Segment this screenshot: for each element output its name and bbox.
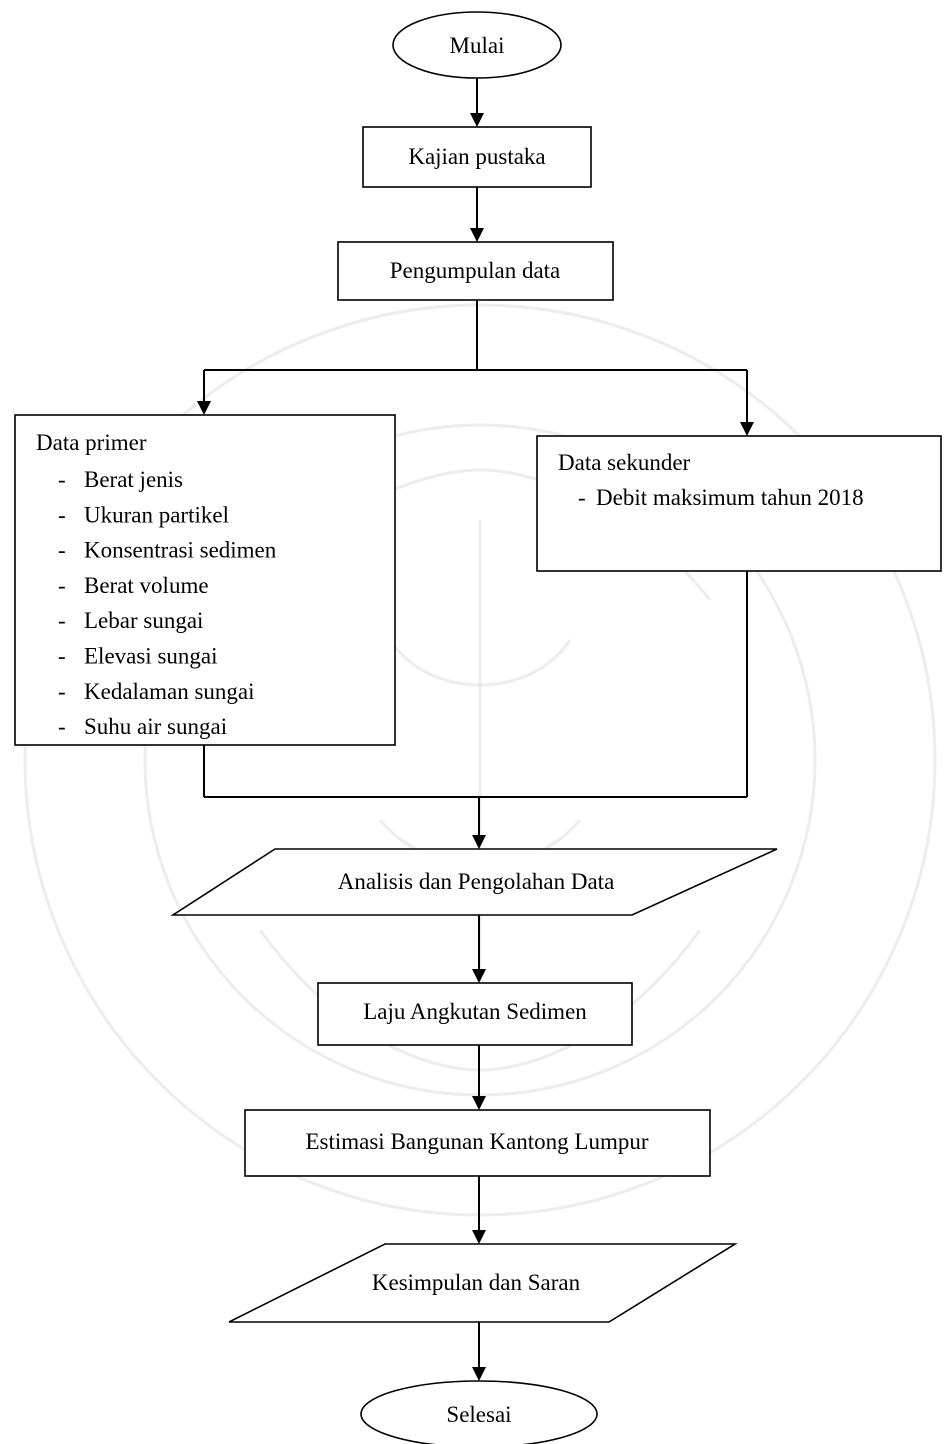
list-bullet: - bbox=[58, 608, 66, 633]
analysis-label: Analisis dan Pengolahan Data bbox=[338, 869, 615, 894]
arrow-to-sediment bbox=[472, 969, 486, 983]
estimate-box bbox=[244, 1109, 711, 1177]
secondary-title: Data sekunder bbox=[558, 450, 691, 475]
primary-data-box bbox=[14, 414, 396, 746]
list-bullet: - bbox=[58, 467, 66, 492]
sediment-label: Laju Angkutan Sedimen bbox=[363, 999, 587, 1024]
literature-box bbox=[362, 126, 592, 188]
list-item: Debit maksimum tahun 2018 bbox=[596, 485, 864, 510]
list-bullet: - bbox=[58, 714, 66, 739]
arrow-to-collect bbox=[470, 228, 484, 242]
primary-title: Data primer bbox=[36, 430, 147, 455]
secondary-data-box bbox=[536, 435, 942, 572]
arrow-to-literature bbox=[470, 113, 484, 127]
arrow-to-estimate bbox=[472, 1096, 486, 1110]
list-item: Kedalaman sungai bbox=[84, 679, 255, 704]
collect-box bbox=[337, 241, 614, 301]
end-label: Selesai bbox=[446, 1402, 511, 1427]
list-bullet: - bbox=[58, 502, 66, 527]
start-label: Mulai bbox=[450, 33, 505, 58]
arrow-to-secondary bbox=[740, 422, 754, 436]
secondary-data-list: -Debit maksimum tahun 2018 bbox=[578, 485, 864, 510]
list-bullet: - bbox=[578, 485, 586, 510]
list-bullet: - bbox=[58, 538, 66, 563]
arrow-to-end bbox=[472, 1367, 486, 1381]
list-item: Elevasi sungai bbox=[84, 644, 218, 669]
arrowheads bbox=[197, 113, 754, 1381]
list-bullet: - bbox=[58, 573, 66, 598]
arrow-to-analysis bbox=[472, 835, 486, 849]
arrow-to-primary bbox=[197, 401, 211, 415]
sediment-box bbox=[317, 982, 633, 1046]
conclusion-parallelogram bbox=[228, 1243, 738, 1323]
list-item: Lebar sungai bbox=[84, 608, 203, 633]
conclusion-label: Kesimpulan dan Saran bbox=[372, 1270, 581, 1295]
list-bullet: - bbox=[58, 644, 66, 669]
list-item: Ukuran partikel bbox=[84, 502, 229, 527]
list-item: Berat volume bbox=[84, 573, 209, 598]
primary-data-list: -Berat jenis-Ukuran partikel-Konsentrasi… bbox=[58, 467, 277, 739]
collect-label: Pengumpulan data bbox=[390, 258, 561, 283]
connectors bbox=[203, 78, 748, 1368]
analysis-parallelogram bbox=[170, 848, 778, 916]
list-item: Suhu air sungai bbox=[84, 714, 227, 739]
literature-label: Kajian pustaka bbox=[408, 144, 545, 169]
list-item: Konsentrasi sedimen bbox=[84, 538, 277, 563]
list-item: Berat jenis bbox=[84, 467, 183, 492]
arrow-to-conclusion bbox=[472, 1230, 486, 1244]
estimate-label: Estimasi Bangunan Kantong Lumpur bbox=[305, 1129, 648, 1154]
list-bullet: - bbox=[58, 679, 66, 704]
